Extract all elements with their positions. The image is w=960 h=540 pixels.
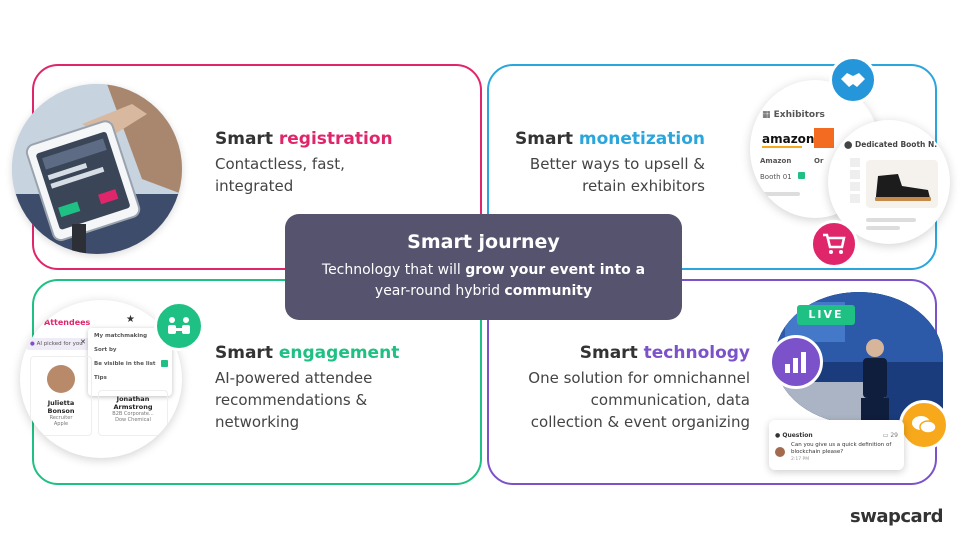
amazon-logo: amazon <box>762 132 815 146</box>
engagement-text: Smart engagement AI-powered attendee rec… <box>215 342 445 433</box>
close-icon: ✕ <box>80 338 86 346</box>
or-label: Or <box>814 157 824 165</box>
registration-text: Smart registration Contactless, fast, in… <box>215 128 445 197</box>
smart-journey-box: Smart journey Technology that will grow … <box>285 214 682 320</box>
avatar <box>775 447 785 457</box>
boot-icon <box>875 174 931 201</box>
star-icon: ★ <box>126 314 135 325</box>
shopping-cart-icon <box>810 220 858 268</box>
monetization-text: Smart monetization Better ways to upsell… <box>475 128 705 197</box>
registration-kiosk-image <box>12 84 182 254</box>
analytics-chart-icon <box>769 335 823 389</box>
orange-logo-icon <box>814 128 834 148</box>
live-badge: LIVE <box>797 305 855 325</box>
grid-icon: ▦ <box>762 110 771 120</box>
sparkle-icon: ● <box>30 341 35 347</box>
question-count: ▭ 29 <box>882 432 898 439</box>
attendee-card-1: Julietta Bonson Recruiter Apple <box>30 356 92 436</box>
placeholder-bar <box>866 226 900 230</box>
smart-journey-title: Smart journey <box>407 231 560 253</box>
question-card: ● Question ▭ 29 Can you give us a quick … <box>769 420 904 470</box>
handshake-icon <box>829 56 877 104</box>
menu-item-matchmaking: My matchmaking <box>94 333 148 339</box>
question-text: Can you give us a quick definition of bl… <box>791 442 892 462</box>
networking-icon <box>154 301 204 351</box>
dedicated-booth-card: ⬤ Dedicated Booth N. 54 <box>828 120 950 244</box>
avatar <box>47 365 75 393</box>
location-pin-icon: ⬤ <box>844 140 853 149</box>
monetization-title: Smart monetization <box>515 129 705 149</box>
registration-description: Contactless, fast, integrated <box>215 155 345 195</box>
booth-label: Booth 01 <box>760 173 792 181</box>
swapcard-logo: swapcard <box>850 506 943 527</box>
question-icon: ● <box>775 432 781 439</box>
attendees-header: Attendees <box>44 318 91 327</box>
technology-title: Smart technology <box>579 343 750 363</box>
technology-text: Smart technology One solution for omnich… <box>520 342 750 433</box>
amazon-smile-icon <box>762 146 802 148</box>
engagement-description: AI-powered attendee recommendations & ne… <box>215 369 373 431</box>
thumbnail-strip <box>850 158 860 206</box>
folder-icon: ▭ <box>882 432 889 439</box>
question-header: ● Question ▭ 29 <box>775 432 898 439</box>
kiosk-illustration <box>12 84 182 254</box>
technology-description: One solution for omnichannel communicati… <box>528 369 750 431</box>
menu-item-sort: Sort by <box>94 347 117 353</box>
placeholder-bar <box>760 192 800 196</box>
checkbox-checked-icon <box>161 360 168 367</box>
exhibitors-label: ▦ Exhibitors <box>762 110 825 120</box>
ai-picked-chip: ● AI picked for you <box>26 338 90 350</box>
engagement-title: Smart engagement <box>215 343 400 363</box>
chat-bubbles-icon <box>899 400 949 450</box>
product-image <box>866 160 938 208</box>
booth-badge-icon <box>798 172 805 179</box>
attendee-card-2: Jonathan Armstrong B2B Corporate... Dow … <box>98 390 168 436</box>
registration-title: Smart registration <box>215 129 393 149</box>
menu-item-tips: Tips <box>94 375 107 381</box>
amazon-name: Amazon <box>760 157 792 165</box>
dedicated-booth-label: ⬤ Dedicated Booth N. 54 <box>844 140 950 149</box>
monetization-description: Better ways to upsell & retain exhibitor… <box>529 155 705 195</box>
smart-journey-description: Technology that will grow your event int… <box>321 262 646 299</box>
menu-item-visible: Be visible in the list <box>94 360 168 367</box>
placeholder-bar <box>866 218 916 222</box>
